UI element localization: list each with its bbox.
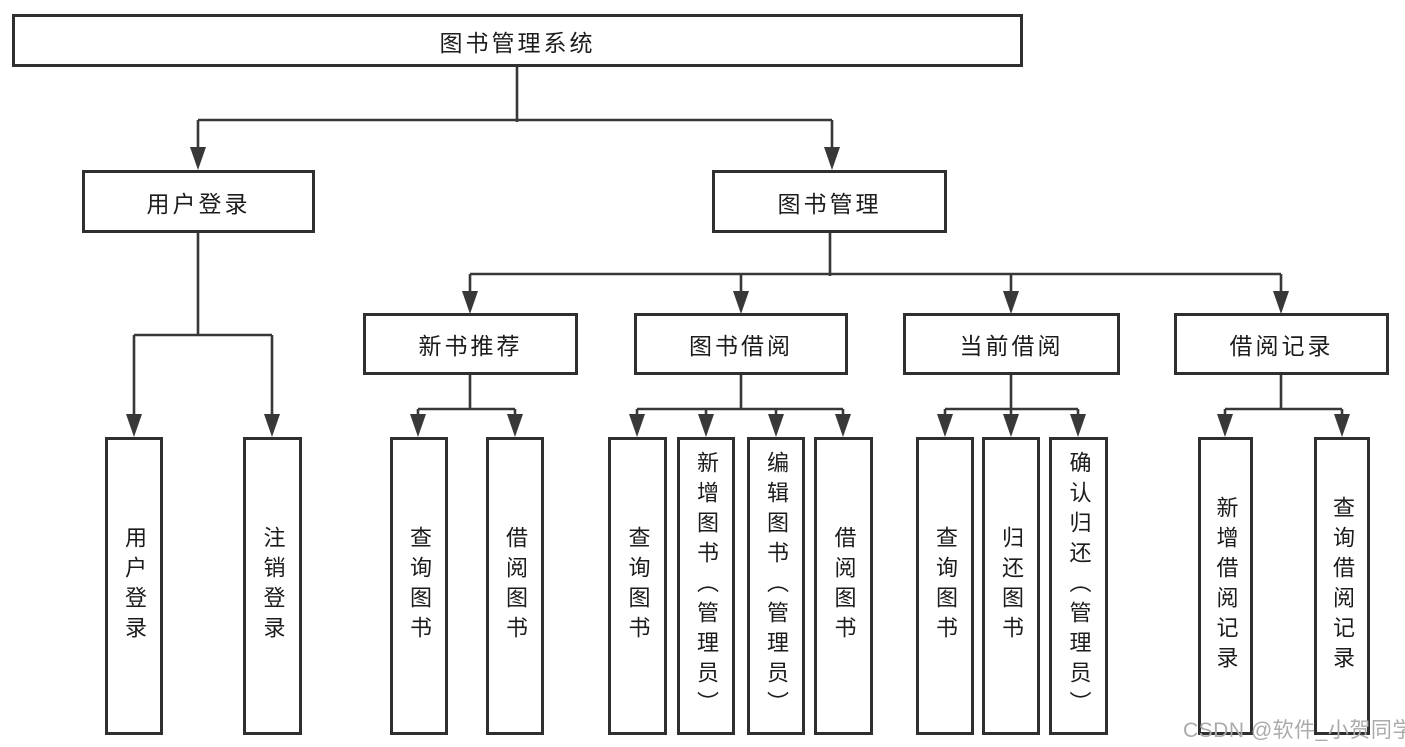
leaf-borrow-books-label: 借阅图书 bbox=[831, 526, 857, 646]
node-book-borrowing-label: 图书借阅 bbox=[689, 333, 793, 359]
leaf-query-books-borrowing-label: 查询图书 bbox=[625, 526, 651, 646]
leaf-query-borrow-record-label: 查询借阅记录 bbox=[1330, 496, 1355, 676]
node-book-management: 图书管理 bbox=[712, 170, 947, 233]
node-new-book-recommend: 新书推荐 bbox=[363, 313, 578, 375]
csdn-watermark: CSDN @软件_小贺同学 bbox=[1183, 719, 1405, 742]
leaf-logout-label: 注销登录 bbox=[260, 526, 286, 646]
node-current-borrowing: 当前借阅 bbox=[903, 313, 1120, 375]
node-user-login: 用户登录 bbox=[82, 170, 315, 233]
leaf-add-books-admin-label: 新增图书（管理员） bbox=[694, 451, 719, 721]
node-user-login-label: 用户登录 bbox=[146, 190, 251, 217]
leaf-return-books-label: 归还图书 bbox=[999, 526, 1024, 646]
arrow-heads bbox=[126, 147, 1350, 437]
leaf-query-books-borrowing: 查询图书 bbox=[608, 437, 667, 735]
leaf-query-books-current: 查询图书 bbox=[916, 437, 974, 735]
leaf-user-login-label: 用户登录 bbox=[122, 526, 147, 646]
leaf-borrow-books-recommend-label: 借阅图书 bbox=[503, 526, 528, 646]
node-root: 图书管理系统 bbox=[12, 14, 1023, 67]
leaf-add-borrow-record-label: 新增借阅记录 bbox=[1213, 496, 1239, 676]
leaf-confirm-return-admin: 确认归还（管理员） bbox=[1049, 437, 1108, 735]
leaf-return-books: 归还图书 bbox=[982, 437, 1040, 735]
node-new-book-recommend-label: 新书推荐 bbox=[418, 333, 523, 359]
leaf-query-books-recommend-label: 查询图书 bbox=[407, 526, 432, 646]
leaf-add-books-admin: 新增图书（管理员） bbox=[677, 437, 735, 735]
node-borrowing-records: 借阅记录 bbox=[1174, 313, 1389, 375]
leaf-logout: 注销登录 bbox=[243, 437, 302, 735]
arrow-shafts bbox=[132, 120, 1344, 418]
leaf-query-borrow-record: 查询借阅记录 bbox=[1314, 437, 1370, 735]
connector-skeleton bbox=[134, 67, 1342, 411]
leaf-confirm-return-admin-label: 确认归还（管理员） bbox=[1066, 451, 1092, 721]
node-current-borrowing-label: 当前借阅 bbox=[959, 333, 1064, 359]
leaf-user-login: 用户登录 bbox=[105, 437, 163, 735]
leaf-edit-books-admin: 编辑图书（管理员） bbox=[747, 437, 805, 735]
node-book-borrowing: 图书借阅 bbox=[634, 313, 848, 375]
leaf-borrow-books: 借阅图书 bbox=[814, 437, 873, 735]
node-root-label: 图书管理系统 bbox=[439, 29, 596, 56]
node-book-management-label: 图书管理 bbox=[777, 190, 882, 217]
leaf-query-books-current-label: 查询图书 bbox=[933, 526, 958, 646]
leaf-add-borrow-record: 新增借阅记录 bbox=[1198, 437, 1253, 735]
leaf-edit-books-admin-label: 编辑图书（管理员） bbox=[764, 451, 789, 721]
node-borrowing-records-label: 借阅记录 bbox=[1229, 333, 1334, 359]
leaf-query-books-recommend: 查询图书 bbox=[390, 437, 448, 735]
leaf-borrow-books-recommend: 借阅图书 bbox=[486, 437, 544, 735]
